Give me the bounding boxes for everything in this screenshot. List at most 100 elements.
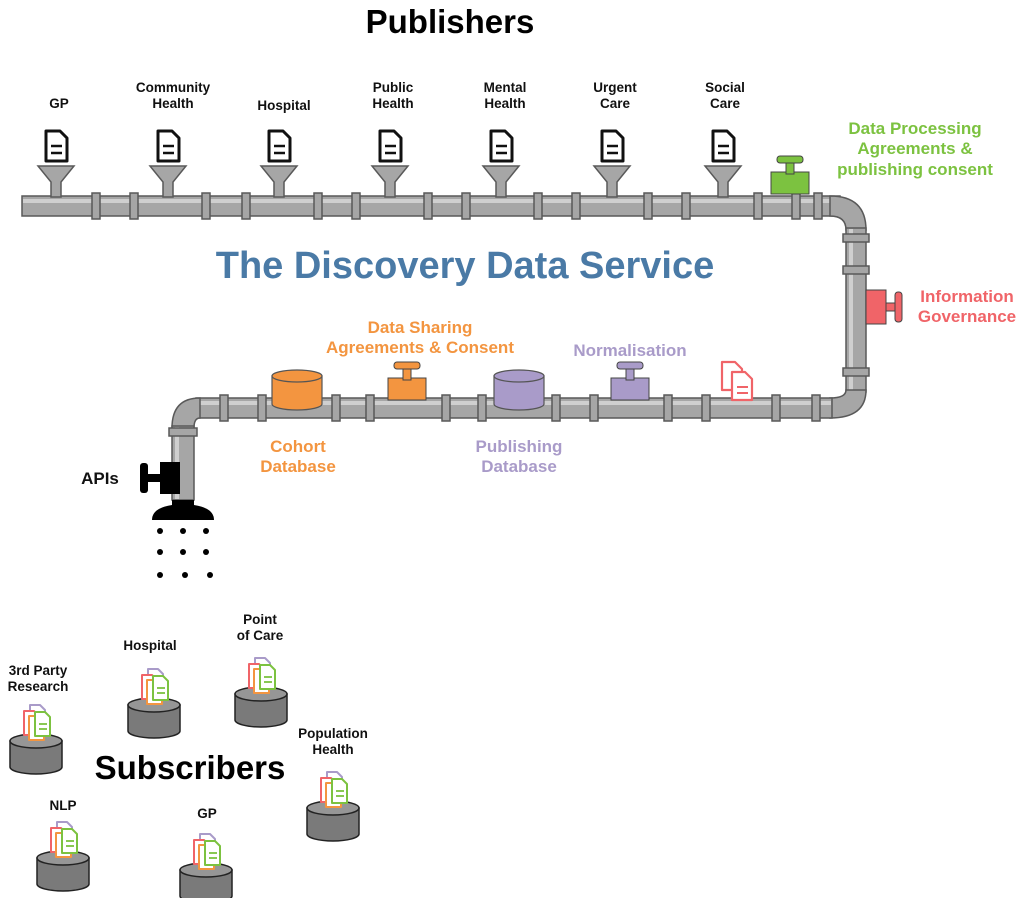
data-droplets bbox=[157, 528, 213, 578]
pipe-joint bbox=[461, 192, 471, 220]
document-icon bbox=[711, 129, 736, 163]
publisher-5 bbox=[481, 129, 521, 198]
publisher-label-gp: GP bbox=[49, 96, 69, 111]
information-governance-label: Information Governance bbox=[917, 287, 1017, 327]
subscriber-label-point-of-care: Point of Care bbox=[236, 612, 284, 644]
pipe-elbow bbox=[829, 389, 867, 419]
funnel bbox=[36, 165, 76, 198]
droplet bbox=[203, 549, 209, 555]
publisher-4 bbox=[370, 129, 410, 198]
subscribers-title: Subscribers bbox=[94, 749, 286, 786]
stacked-documents-icon bbox=[720, 360, 754, 402]
cohort-database-icon bbox=[271, 369, 323, 411]
pipe-joint bbox=[813, 192, 823, 220]
subscriber-label-gp: GP bbox=[197, 806, 217, 821]
subscriber-3rd-party-research bbox=[9, 704, 63, 775]
pipe-joint bbox=[589, 394, 599, 422]
publisher-label-urgent-care: Urgent Care bbox=[593, 80, 637, 112]
apis-valve-icon bbox=[140, 462, 180, 494]
subscriber-nlp bbox=[36, 821, 90, 892]
pipe-joint bbox=[571, 192, 581, 220]
pipe-joint bbox=[201, 192, 211, 220]
droplet bbox=[180, 549, 186, 555]
pipe-joint bbox=[351, 192, 361, 220]
pipe-joint bbox=[219, 394, 229, 422]
funnel bbox=[481, 165, 521, 198]
document-icon bbox=[378, 129, 403, 163]
pipe-joint bbox=[842, 233, 870, 243]
pipe-joint bbox=[129, 192, 139, 220]
document-icon bbox=[600, 129, 625, 163]
publisher-2 bbox=[148, 129, 188, 198]
data-sharing-valve-icon bbox=[387, 361, 427, 401]
subscriber-label-hospital: Hospital bbox=[123, 638, 177, 653]
pipe-joint bbox=[331, 394, 341, 422]
pipe-elbow bbox=[171, 397, 201, 429]
document-icon bbox=[44, 129, 69, 163]
subscriber-hospital bbox=[127, 668, 181, 739]
droplet bbox=[157, 572, 163, 578]
publisher-1 bbox=[36, 129, 76, 198]
apis-label: APIs bbox=[81, 469, 119, 488]
funnel bbox=[592, 165, 632, 198]
document-icon bbox=[156, 129, 181, 163]
data-processing-label: Data Processing Agreements & publishing … bbox=[837, 119, 993, 179]
pipe-joint bbox=[313, 192, 323, 220]
subscriber-population-health bbox=[306, 771, 360, 842]
subscriber-point-of-care bbox=[234, 657, 288, 728]
funnel bbox=[259, 165, 299, 198]
pipe-joint bbox=[842, 265, 870, 275]
service-title: The Discovery Data Service bbox=[215, 245, 715, 287]
funnel bbox=[370, 165, 410, 198]
droplet bbox=[180, 528, 186, 534]
information-governance-valve-icon bbox=[865, 289, 903, 325]
pipe-joint bbox=[423, 192, 433, 220]
publisher-7 bbox=[703, 129, 743, 198]
normalisation-label: Normalisation bbox=[573, 341, 687, 360]
funnel bbox=[148, 165, 188, 198]
pipe-joint bbox=[842, 367, 870, 377]
publishers-title: Publishers bbox=[365, 3, 535, 40]
subscriber-label-nlp: NLP bbox=[49, 798, 77, 813]
subscriber-gp bbox=[179, 833, 233, 898]
pipe-elbow bbox=[829, 195, 867, 231]
droplet bbox=[207, 572, 213, 578]
pipe-joint bbox=[681, 192, 691, 220]
pipe-joint bbox=[91, 192, 101, 220]
publisher-label-social-care: Social Care bbox=[705, 80, 745, 112]
pipe-joint bbox=[811, 394, 821, 422]
cohort-database-label: Cohort Database bbox=[260, 437, 336, 477]
publisher-label-community-health: Community Health bbox=[135, 80, 211, 112]
pipe-joint bbox=[771, 394, 781, 422]
pipe-joint bbox=[441, 394, 451, 422]
data-sharing-label: Data Sharing Agreements & Consent bbox=[326, 318, 514, 358]
subscriber-label-3rd-party-research: 3rd Party Research bbox=[7, 663, 69, 695]
pipe-joint bbox=[168, 427, 198, 437]
pipe-joint bbox=[241, 192, 251, 220]
publisher-label-hospital: Hospital bbox=[257, 98, 311, 113]
droplet bbox=[182, 572, 188, 578]
publisher-label-public-health: Public Health bbox=[372, 80, 414, 112]
pipe-joint bbox=[551, 394, 561, 422]
pipe-joint bbox=[643, 192, 653, 220]
subscriber-label-population-health: Population Health bbox=[298, 726, 368, 758]
shower-head-icon bbox=[152, 500, 214, 520]
pipe-joint bbox=[791, 192, 801, 220]
pipe-joint bbox=[257, 394, 267, 422]
document-icon bbox=[267, 129, 292, 163]
pipe-joint bbox=[533, 192, 543, 220]
pipe-joint bbox=[701, 394, 711, 422]
normalisation-valve-icon bbox=[610, 361, 650, 401]
pipe-joint bbox=[663, 394, 673, 422]
publisher-3 bbox=[259, 129, 299, 198]
droplet bbox=[157, 549, 163, 555]
droplet bbox=[157, 528, 163, 534]
publisher-6 bbox=[592, 129, 632, 198]
funnel bbox=[703, 165, 743, 198]
pipe-joint bbox=[477, 394, 487, 422]
publishing-database-label: Publishing Database bbox=[475, 437, 563, 477]
pipe-joint bbox=[753, 192, 763, 220]
document-icon bbox=[489, 129, 514, 163]
data-processing-valve-icon bbox=[770, 155, 810, 195]
